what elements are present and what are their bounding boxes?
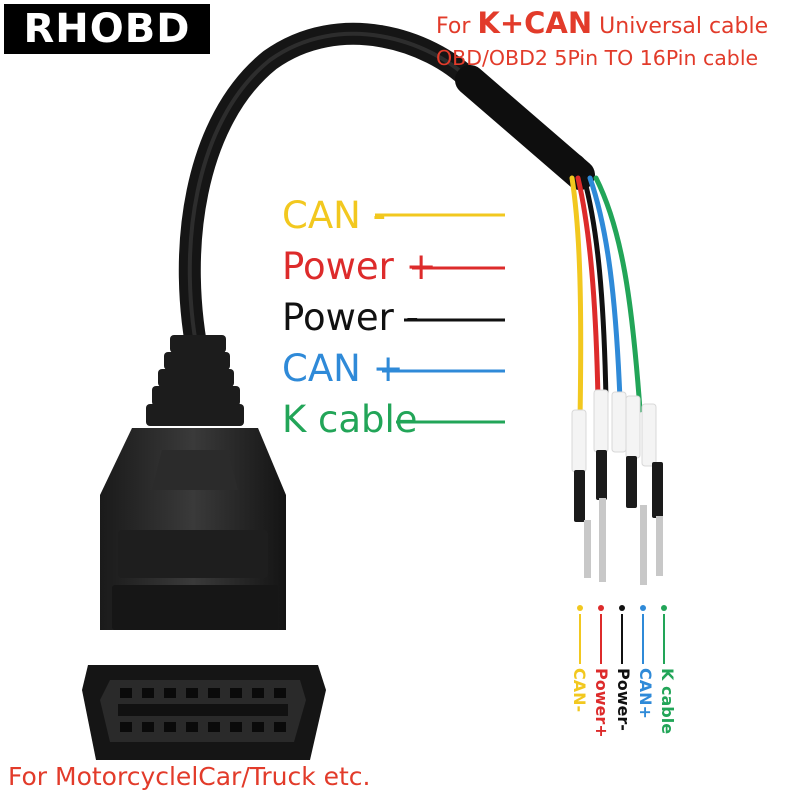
strain-relief <box>146 335 244 426</box>
pin-label-power-pos: Power+ <box>592 668 611 738</box>
header-subtitle: OBD/OBD2 5Pin TO 16Pin cable <box>436 46 759 70</box>
obd-connector <box>100 428 286 630</box>
footer-caption: For MotorcyclelCar/Truck etc. <box>8 762 371 791</box>
pin-label-can-pos: CAN+ <box>636 668 655 719</box>
header-suffix: Universal cable <box>592 14 769 39</box>
probe-pins <box>574 450 663 585</box>
white-sleeves <box>571 389 657 473</box>
label-can-negative: CAN - <box>282 194 386 237</box>
pin-label-power-neg: Power- <box>614 668 633 731</box>
brand-logo: RHOBD <box>4 4 210 54</box>
header-highlight: K+CAN <box>477 6 593 40</box>
label-can-positive: CAN + <box>282 347 404 390</box>
legend-lines <box>375 213 505 424</box>
pin-label-can-neg: CAN- <box>570 668 589 713</box>
heat-shrink-sleeve <box>455 65 595 190</box>
pin-indicators <box>577 605 667 664</box>
label-power-positive: Power + <box>282 245 437 288</box>
label-k-cable: K cable <box>282 398 418 441</box>
colored-wires <box>569 175 643 423</box>
header-prefix: For <box>436 14 478 39</box>
pin-label-k-cable: K cable <box>658 668 677 735</box>
obd-port-face <box>82 665 326 760</box>
label-power-negative: Power - <box>282 296 419 339</box>
header-title: For K+CAN Universal cable <box>436 6 768 40</box>
